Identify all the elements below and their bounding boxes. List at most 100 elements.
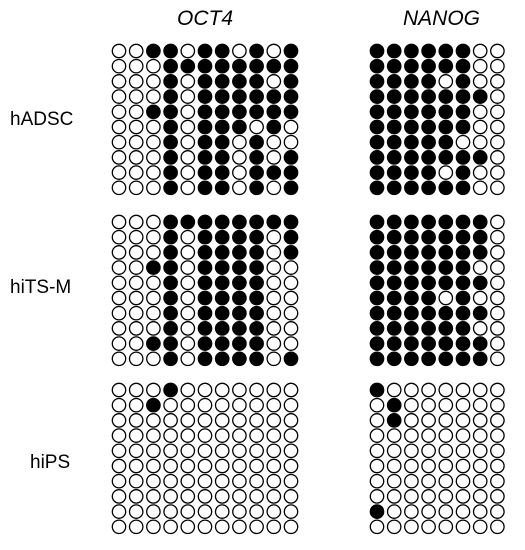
methylated-cpg-dot [197, 89, 213, 104]
unmethylated-cpg-dot [266, 305, 282, 321]
unmethylated-cpg-dot [232, 382, 247, 398]
methylated-cpg-dot [163, 180, 178, 196]
methylated-cpg-dot [232, 275, 247, 291]
unmethylated-cpg-dot [128, 165, 144, 180]
unmethylated-cpg-dot [128, 229, 144, 245]
methylated-cpg-dot [455, 58, 471, 74]
methylated-cpg-dot [180, 58, 196, 74]
methylated-cpg-dot [404, 336, 419, 351]
unmethylated-cpg-dot [490, 443, 505, 459]
methylated-cpg-dot [369, 321, 385, 336]
unmethylated-cpg-dot [455, 397, 471, 413]
unmethylated-cpg-dot [111, 104, 127, 120]
unmethylated-cpg-dot [128, 519, 144, 535]
methylated-cpg-dot [232, 89, 247, 104]
methylated-cpg-dot [197, 74, 213, 89]
methylated-cpg-dot [386, 229, 402, 245]
methylated-cpg-dot [197, 165, 213, 180]
unmethylated-cpg-dot [232, 489, 247, 504]
methylated-cpg-dot [404, 43, 419, 59]
unmethylated-cpg-dot [128, 275, 144, 291]
unmethylated-cpg-dot [283, 336, 299, 351]
unmethylated-cpg-dot [128, 150, 144, 165]
unmethylated-cpg-dot [438, 165, 454, 180]
methylated-cpg-dot [421, 119, 436, 135]
methylated-cpg-dot [472, 351, 488, 367]
unmethylated-cpg-dot [146, 504, 161, 519]
unmethylated-cpg-dot [163, 443, 178, 459]
unmethylated-cpg-dot [283, 504, 299, 519]
methylated-cpg-dot [369, 119, 385, 135]
unmethylated-cpg-dot [490, 58, 505, 74]
unmethylated-cpg-dot [146, 89, 161, 104]
methylated-cpg-dot [421, 43, 436, 59]
unmethylated-cpg-dot [214, 519, 230, 535]
unmethylated-cpg-dot [266, 43, 282, 59]
methylated-cpg-dot [369, 229, 385, 245]
methylated-cpg-dot [369, 180, 385, 196]
methylated-cpg-dot [386, 89, 402, 104]
unmethylated-cpg-dot [111, 321, 127, 336]
grid-hips-oct4 [111, 382, 299, 535]
unmethylated-cpg-dot [146, 290, 161, 306]
methylated-cpg-dot [404, 290, 419, 306]
methylated-cpg-dot [266, 58, 282, 74]
methylated-cpg-dot [232, 305, 247, 321]
methylated-cpg-dot [369, 104, 385, 120]
unmethylated-cpg-dot [232, 165, 247, 180]
methylated-cpg-dot [438, 119, 454, 135]
unmethylated-cpg-dot [214, 428, 230, 443]
unmethylated-cpg-dot [249, 458, 264, 474]
methylated-cpg-dot [404, 351, 419, 367]
methylated-cpg-dot [369, 43, 385, 59]
methylated-cpg-dot [369, 134, 385, 150]
unmethylated-cpg-dot [421, 413, 436, 428]
unmethylated-cpg-dot [146, 245, 161, 260]
unmethylated-cpg-dot [404, 382, 419, 398]
unmethylated-cpg-dot [128, 321, 144, 336]
methylated-cpg-dot [421, 290, 436, 306]
unmethylated-cpg-dot [180, 260, 196, 275]
methylated-cpg-dot [472, 229, 488, 245]
methylated-cpg-dot [369, 336, 385, 351]
unmethylated-cpg-dot [438, 473, 454, 489]
methylated-cpg-dot [163, 74, 178, 89]
unmethylated-cpg-dot [146, 165, 161, 180]
unmethylated-cpg-dot [214, 504, 230, 519]
methylated-cpg-dot [421, 58, 436, 74]
methylated-cpg-dot [214, 43, 230, 59]
methylated-cpg-dot [369, 290, 385, 306]
unmethylated-cpg-dot [266, 397, 282, 413]
unmethylated-cpg-dot [232, 504, 247, 519]
unmethylated-cpg-dot [180, 275, 196, 291]
unmethylated-cpg-dot [490, 229, 505, 245]
unmethylated-cpg-dot [128, 458, 144, 474]
methylated-cpg-dot [386, 336, 402, 351]
methylated-cpg-dot [421, 89, 436, 104]
unmethylated-cpg-dot [146, 351, 161, 367]
unmethylated-cpg-dot [455, 473, 471, 489]
unmethylated-cpg-dot [283, 290, 299, 306]
unmethylated-cpg-dot [404, 458, 419, 474]
unmethylated-cpg-dot [180, 104, 196, 120]
methylated-cpg-dot [163, 275, 178, 291]
unmethylated-cpg-dot [472, 321, 488, 336]
unmethylated-cpg-dot [438, 519, 454, 535]
methylated-cpg-dot [438, 89, 454, 104]
unmethylated-cpg-dot [472, 260, 488, 275]
methylated-cpg-dot [404, 229, 419, 245]
methylated-cpg-dot [197, 245, 213, 260]
unmethylated-cpg-dot [111, 519, 127, 535]
unmethylated-cpg-dot [490, 290, 505, 306]
methylated-cpg-dot [163, 214, 178, 230]
unmethylated-cpg-dot [249, 382, 264, 398]
unmethylated-cpg-dot [197, 382, 213, 398]
methylated-cpg-dot [197, 180, 213, 196]
unmethylated-cpg-dot [197, 504, 213, 519]
methylated-cpg-dot [146, 336, 161, 351]
unmethylated-cpg-dot [180, 489, 196, 504]
unmethylated-cpg-dot [111, 428, 127, 443]
methylated-cpg-dot [163, 336, 178, 351]
methylated-cpg-dot [421, 260, 436, 275]
unmethylated-cpg-dot [214, 489, 230, 504]
